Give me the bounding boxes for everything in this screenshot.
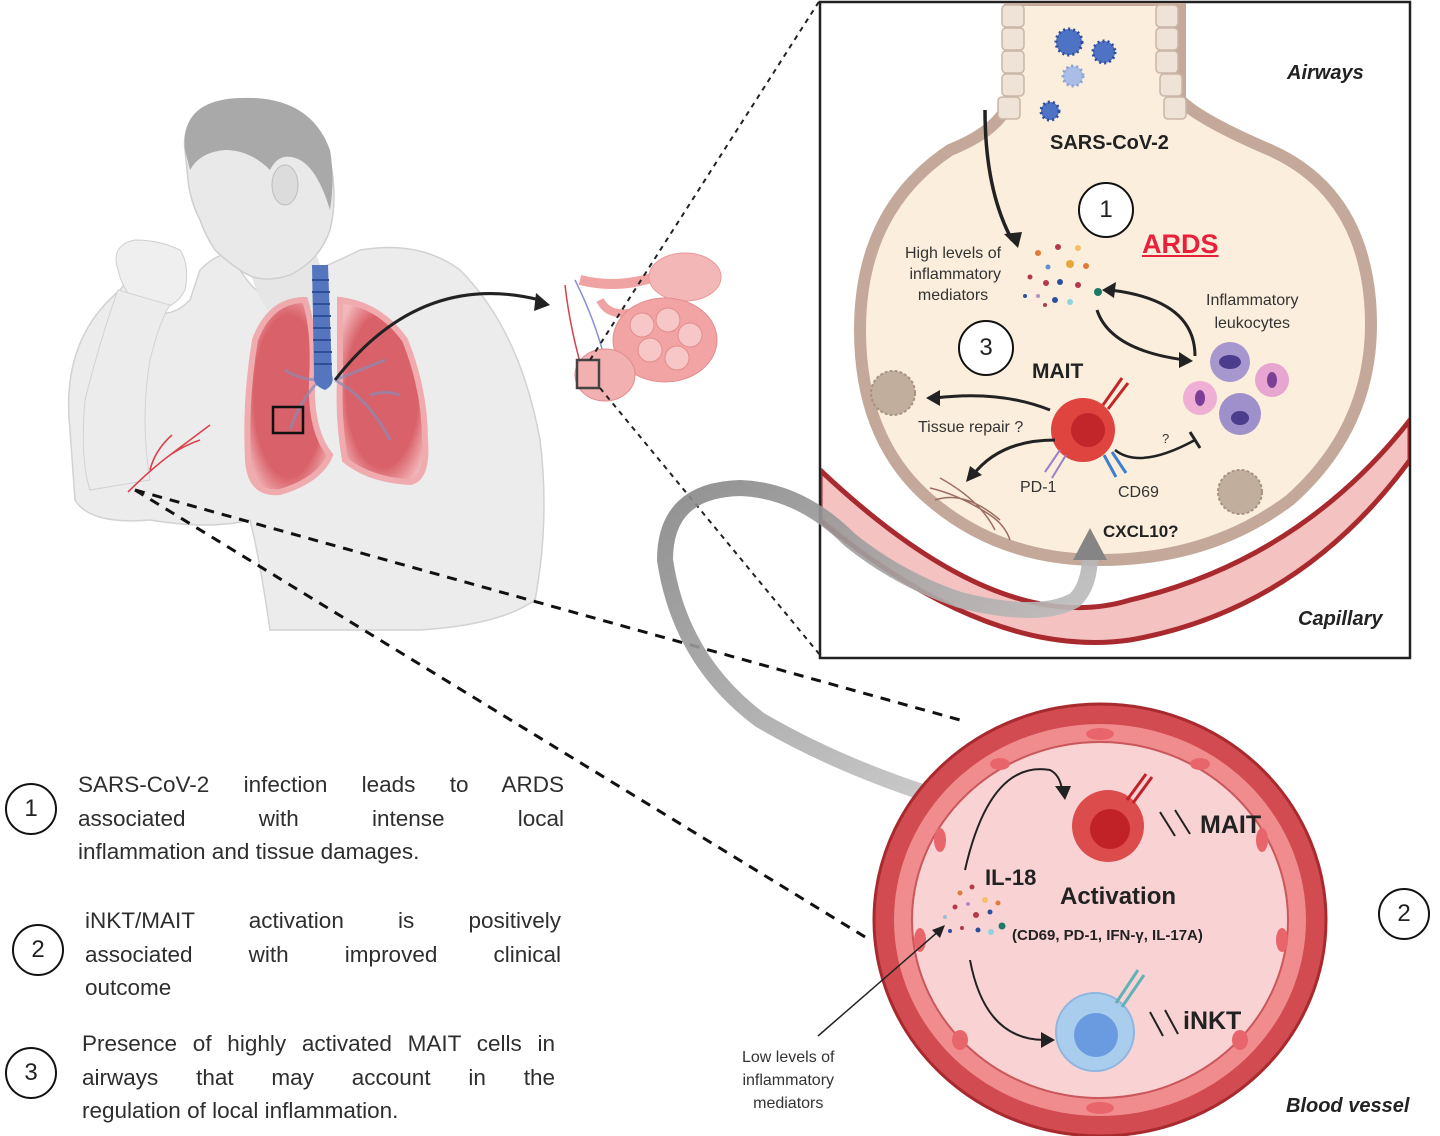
tissue-repair-label: Tissue repair ? xyxy=(918,419,1024,436)
migration-arrow xyxy=(656,479,1098,833)
migration-arrow-head xyxy=(1073,528,1107,560)
legend-item-3: Presence of highly activated MAIT cells … xyxy=(82,1027,555,1128)
legend-badge-3: 3 xyxy=(5,1047,57,1099)
left-lung xyxy=(336,296,429,486)
inkt-cell-blood xyxy=(1055,969,1146,1072)
step-1-badge-inset: 1 xyxy=(1078,182,1134,238)
airway-inset xyxy=(818,0,1412,660)
mait-blood-label: MAIT xyxy=(1200,811,1262,839)
hair xyxy=(184,97,333,210)
right-lung xyxy=(244,296,334,496)
legend-item-1: SARS-CoV-2 infection leads to ARDS assoc… xyxy=(78,768,564,869)
low-mediators-line-3: mediators xyxy=(753,1095,824,1112)
activation-label: Activation xyxy=(1060,883,1177,910)
human-figure xyxy=(67,97,550,631)
mait-airway-label: MAIT xyxy=(1032,360,1084,383)
low-mediators-line-1: Low levels of xyxy=(742,1049,835,1066)
alveoli-illustration xyxy=(564,252,722,402)
inflammatory-leukocytes-label: Inflammatory leukocytes xyxy=(1206,289,1298,335)
inkt-blood-label: iNKT xyxy=(1183,1007,1242,1035)
step-3-badge-inset: 3 xyxy=(958,320,1014,376)
activation-markers-label: (CD69, PD-1, IFN-γ, IL-17A) xyxy=(1012,927,1203,944)
zoom-line-bottom xyxy=(599,387,821,656)
legend-2-line-3: outcome xyxy=(85,975,172,1000)
legend-3-line-1: Presence of highly activated MAIT cells … xyxy=(82,1031,555,1056)
leukocytes-line-1: Inflammatory xyxy=(1206,292,1299,309)
legend-badge-2: 2 xyxy=(12,924,64,976)
low-mediators-line-2: inflammatory xyxy=(742,1072,835,1089)
high-mediators-line-1: High levels of xyxy=(905,245,1002,262)
legend-3-line-3: regulation of local inflammation. xyxy=(82,1098,399,1123)
legend-item-2: iNKT/MAIT activation is positively assoc… xyxy=(85,904,561,1005)
pd1-label: PD-1 xyxy=(1020,479,1057,496)
legend-badge-1: 1 xyxy=(5,783,57,835)
legend-2-line-1: iNKT/MAIT activation is positively xyxy=(85,908,561,933)
capillary-label: Capillary xyxy=(1298,608,1383,630)
blood-vessel-cross-section xyxy=(872,702,1328,1136)
arm-blood-vessel xyxy=(127,424,211,493)
legend-3-line-2: airways that may account in the xyxy=(82,1064,555,1090)
low-mediators-pointer xyxy=(817,929,941,1037)
ards-label: ARDS xyxy=(1142,229,1219,259)
macrophage-icon xyxy=(870,370,916,416)
leukocytes-line-2: leukocytes xyxy=(1214,315,1291,332)
il18-mediator-dots xyxy=(943,884,1006,935)
lung-to-alveoli-arrow xyxy=(333,292,541,381)
legend-1-line-3: inflammation and tissue damages. xyxy=(78,839,420,864)
step-2-badge-vessel: 2 xyxy=(1378,888,1430,940)
airways-label: Airways xyxy=(1287,62,1364,84)
alveoli-zoom-box xyxy=(575,358,601,390)
il18-label: IL-18 xyxy=(985,865,1037,890)
inhibition-question-label: ? xyxy=(1162,431,1170,446)
zoom-line-top xyxy=(589,0,821,361)
high-mediators-label: High levels of inflammatory mediators xyxy=(905,243,1001,306)
decrease-arrows-inkt xyxy=(1149,1009,1179,1037)
blood-vessel-label: Blood vessel xyxy=(1286,1095,1410,1117)
sars-cov-2-label: SARS-CoV-2 xyxy=(1050,132,1169,154)
legend-1-line-1: SARS-CoV-2 infection leads to ARDS xyxy=(78,772,564,797)
lung-zoom-box xyxy=(271,405,305,435)
cd69-label: CD69 xyxy=(1118,484,1159,501)
inhibition-arrow xyxy=(1114,438,1196,460)
mait-cell-blood xyxy=(1072,773,1154,862)
legend-1-line-2: associated with intense local xyxy=(78,805,564,831)
high-mediators-line-2: inflammatory xyxy=(909,266,1002,283)
tissue-fibers xyxy=(929,477,1011,541)
high-mediators-line-3: mediators xyxy=(917,287,989,304)
legend-2-line-2: associated with improved clinical xyxy=(85,941,561,967)
low-mediators-label: Low levels of inflammatory mediators xyxy=(742,1046,835,1115)
inflammatory-mediators-dots xyxy=(1023,244,1102,307)
leukocyte-icons xyxy=(1183,342,1289,435)
cxcl10-label: CXCL10? xyxy=(1103,522,1179,541)
decrease-arrows-mait xyxy=(1159,809,1191,837)
sars-cov-2-virus-icons xyxy=(1039,27,1117,122)
mait-cell-airway xyxy=(1044,377,1130,479)
